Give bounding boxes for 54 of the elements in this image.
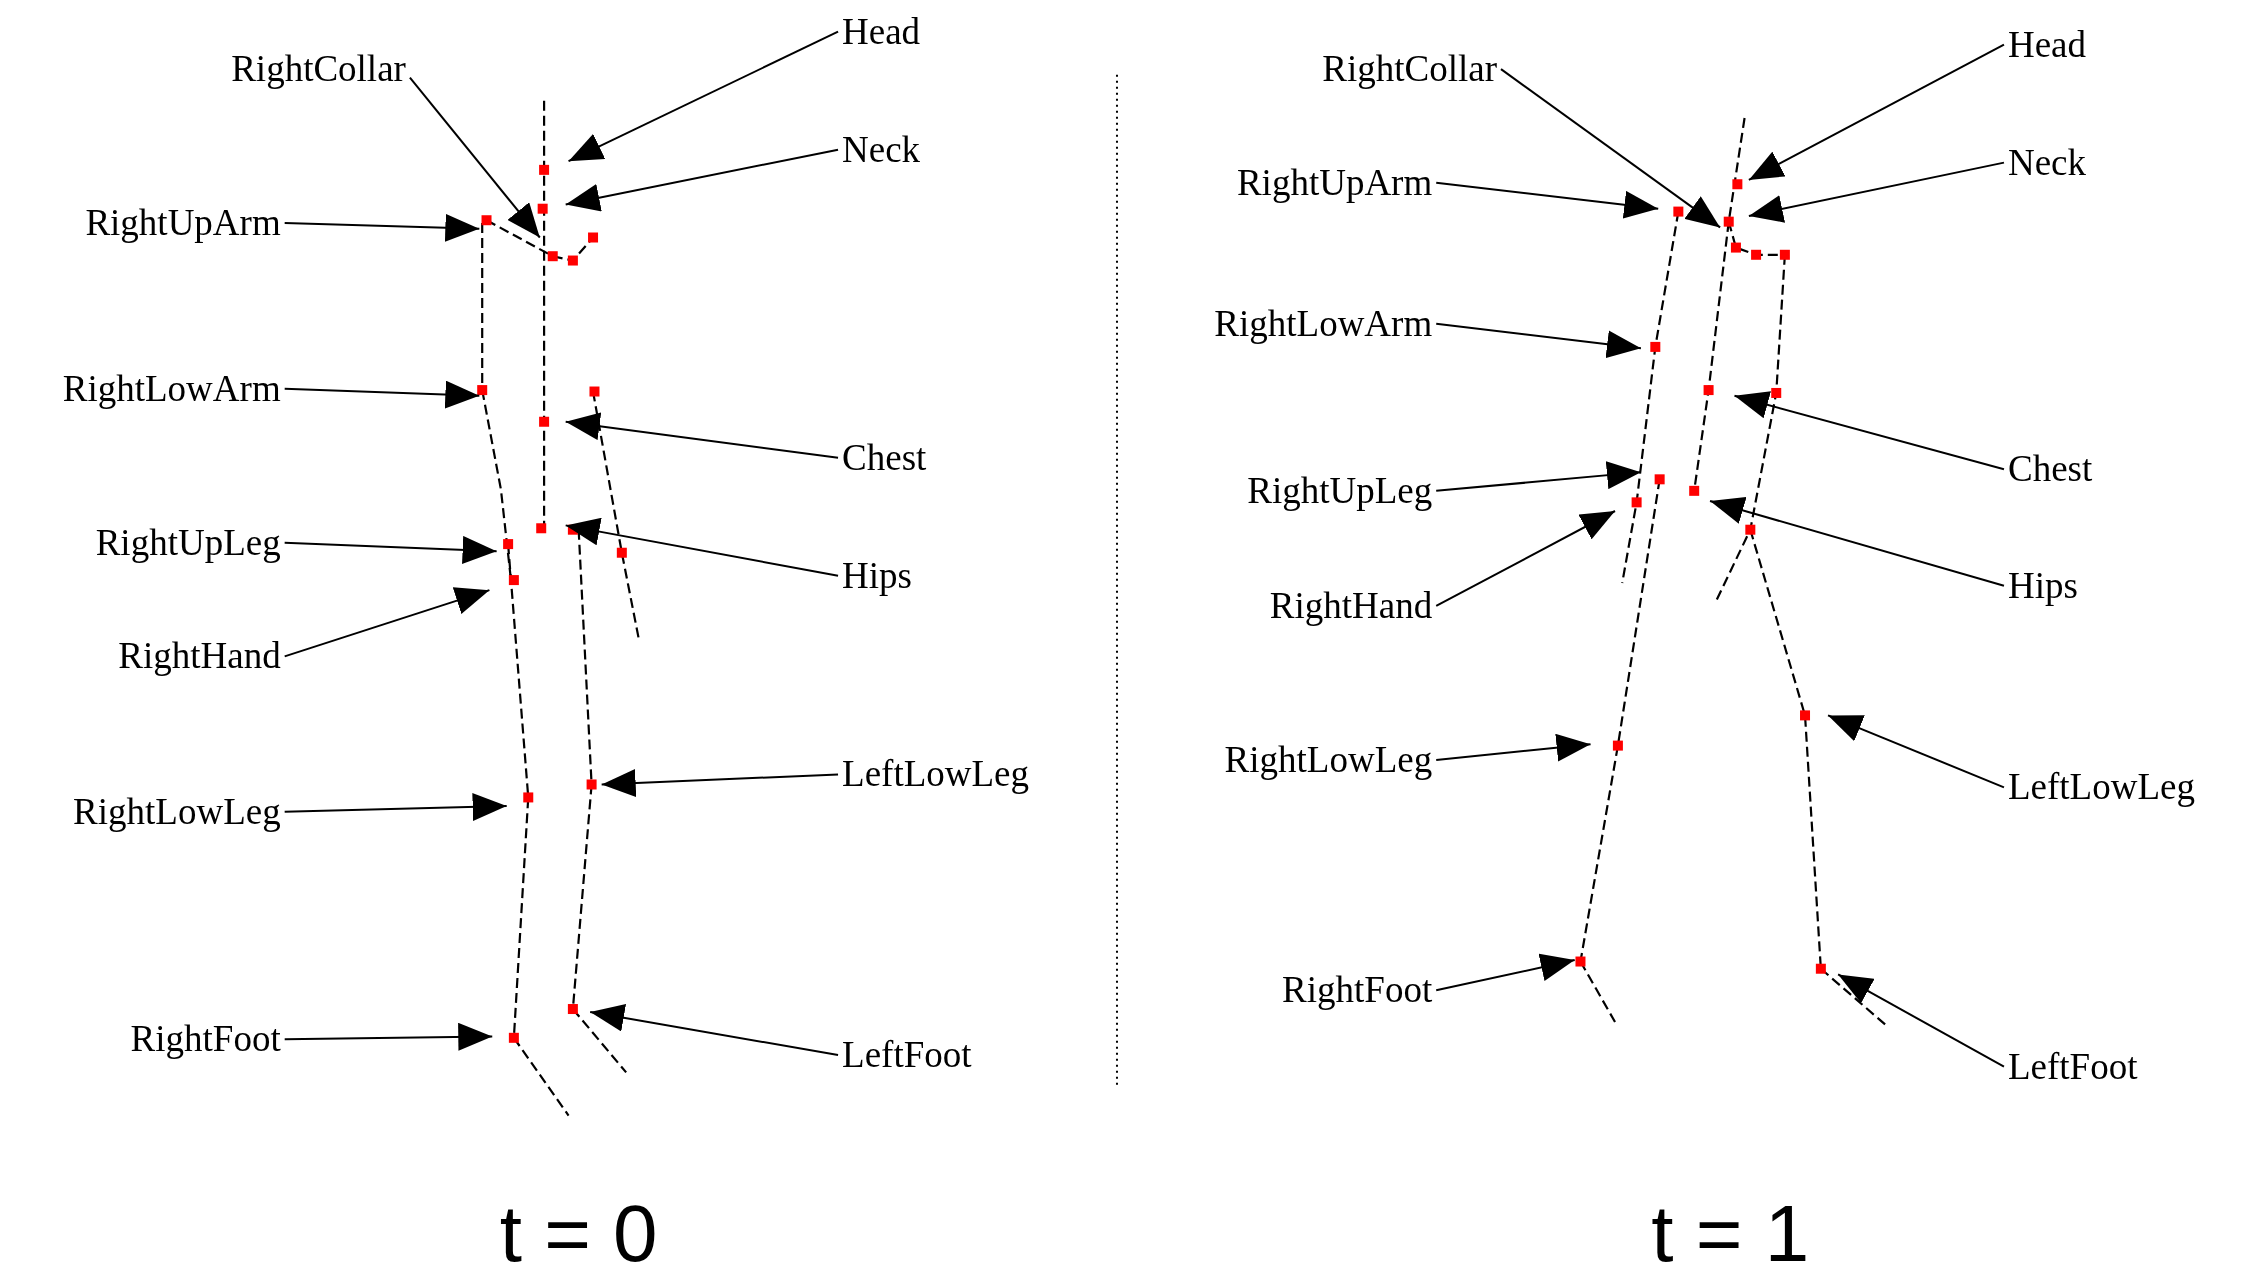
joint-label: Head [2007, 24, 2087, 65]
leader-arrow [1733, 391, 2005, 471]
leader-arrow [1435, 733, 1592, 762]
leader-arrow [1435, 181, 1660, 219]
joint-label: RightCollar [231, 48, 406, 90]
leader-arrow [408, 76, 541, 239]
leader-arrow [564, 148, 840, 212]
leader-arrow [283, 1022, 494, 1051]
joint-label: Chest [2007, 448, 2093, 490]
joint-label: Head [842, 11, 921, 52]
joint-label: Hips [842, 555, 912, 597]
time-label: t = 1 [1651, 1193, 1810, 1271]
joint-label: RightUpLeg [95, 522, 281, 563]
joint-label: LeftLowLeg [842, 754, 1030, 795]
leader-arrow [283, 535, 498, 564]
joint-label: RightLowArm [1214, 303, 1433, 345]
joint-label: RightHand [1269, 585, 1433, 627]
joint-label: RightFoot [130, 1018, 281, 1060]
leader-arrow [600, 769, 840, 797]
joint-label: RightUpArm [1236, 162, 1433, 204]
joint-label: RightUpArm [85, 202, 281, 244]
joint-label: RightUpLeg [1247, 470, 1433, 512]
leader-arrow [283, 792, 508, 821]
leader-arrow [1709, 496, 2005, 587]
leader-arrow [1435, 461, 1642, 492]
leader-arrow [283, 380, 481, 409]
leader-arrow [1435, 953, 1576, 992]
joint-label: RightHand [118, 636, 281, 677]
joint-label: Chest [842, 437, 927, 479]
leader-arrow [283, 587, 491, 658]
leader-arrow [1435, 322, 1642, 359]
joint-label: RightCollar [1322, 48, 1497, 90]
joint-label: LeftLowLeg [2007, 767, 2195, 808]
leader-arrow [1747, 43, 2005, 181]
leader-arrow [283, 213, 481, 242]
leader-arrow [1827, 714, 2005, 789]
joint-label: RightLowArm [62, 368, 281, 409]
joint-label: RightFoot [1282, 969, 1433, 1011]
joint-label: Neck [842, 129, 921, 171]
joint-label: Neck [2007, 142, 2087, 183]
joint-label: LeftFoot [2007, 1046, 2138, 1087]
leader-arrow [1747, 161, 2005, 223]
joint-label: RightLowLeg [73, 791, 281, 833]
leader-arrow [589, 1003, 840, 1057]
joint-label: LeftFoot [842, 1034, 972, 1076]
joint-label: Hips [2007, 565, 2078, 607]
joint-label: RightLowLeg [1224, 739, 1433, 781]
leader-arrow [1500, 68, 1722, 229]
leader-arrow [564, 412, 840, 459]
leader-arrow [1837, 973, 2005, 1068]
time-label: t = 0 [499, 1193, 658, 1271]
leader-arrow [567, 30, 840, 163]
leader-arrow [564, 517, 840, 577]
leader-arrow [1435, 510, 1616, 607]
